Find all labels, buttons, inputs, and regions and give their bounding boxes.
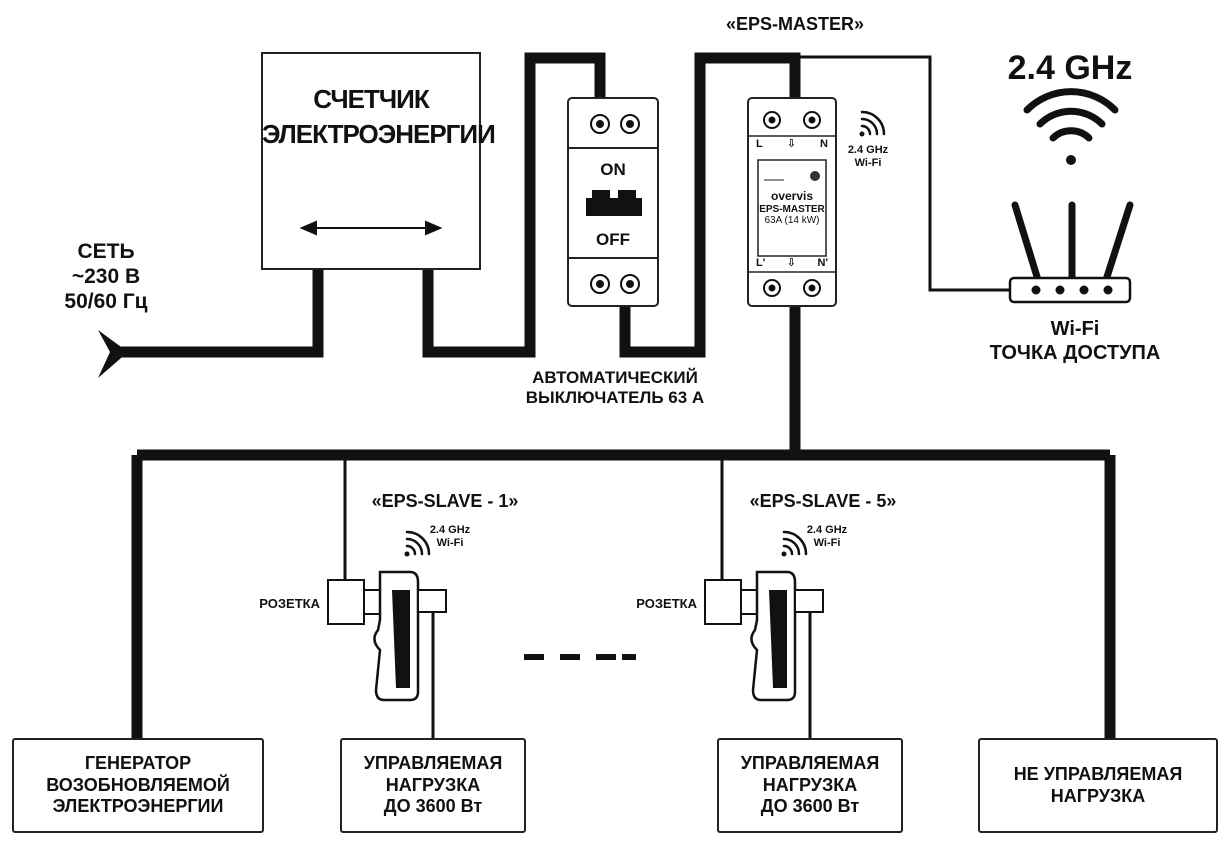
master-indicator-led xyxy=(810,171,820,181)
router-wifi-icon xyxy=(1023,88,1119,165)
network-line-3: 50/60 Гц xyxy=(64,289,148,313)
power-lines xyxy=(112,52,1116,740)
mains-arrow-icon xyxy=(98,330,128,378)
router-caption-1: Wi-Fi xyxy=(1050,318,1100,340)
meter-box xyxy=(261,52,481,270)
generator-box: ГЕНЕРАТОР ВОЗОБНОВЛЯЕМОЙ ЭЛЕКТРОЭНЕРГИИ xyxy=(12,738,264,833)
breaker-caption: АВТОМАТИЧЕСКИЙ ВЫКЛЮЧАТЕЛЬ 63 А xyxy=(500,368,730,408)
uncontrolled-load-box: НЕ УПРАВЛЯЕМАЯ НАГРУЗКА xyxy=(978,738,1218,833)
breaker-to-master-line xyxy=(619,52,801,358)
slave1-wifi-type: Wi-Fi xyxy=(436,537,464,550)
terminal-l: L xyxy=(756,138,763,150)
master-title: «EPS-MASTER» xyxy=(725,14,865,34)
slave5-plug-device xyxy=(704,570,824,702)
thin-lines xyxy=(343,55,1010,740)
slave5-wifi-label: 2.4 GHz Wi-Fi xyxy=(797,524,857,550)
slave5-wifi-band: 2.4 GHz xyxy=(806,524,848,536)
master-wifi-icon xyxy=(859,110,886,137)
breaker-off-label: OFF xyxy=(596,230,630,249)
master-wifi-label: 2.4 GHz Wi-Fi xyxy=(838,144,898,170)
terminal-ground: ⇩ xyxy=(786,138,796,150)
master-brand: overvis xyxy=(770,189,814,203)
meter-line-2: ЭЛЕКТРОЭНЕРГИИ xyxy=(262,119,496,150)
slave1-socket-label: РОЗЕТКА xyxy=(259,596,320,611)
generator-line-3: ЭЛЕКТРОЭНЕРГИИ xyxy=(52,796,224,817)
master-to-router-line xyxy=(800,55,1010,292)
slave1-wifi-label: 2.4 GHz Wi-Fi xyxy=(420,524,480,550)
load5-line-3: ДО 3600 Вт xyxy=(760,796,860,817)
controlled-load-1-box: УПРАВЛЯЕМАЯ НАГРУЗКА ДО 3600 Вт xyxy=(340,738,526,833)
load1-line-2: НАГРУЗКА xyxy=(385,774,481,795)
slave1-title: «EPS-SLAVE - 1» xyxy=(371,491,519,511)
terminal-n: N xyxy=(820,138,828,150)
slave5-wifi-icon xyxy=(781,530,808,557)
load1-line-1: УПРАВЛЯЕМАЯ xyxy=(363,753,503,774)
router-band-label: 2.4 GHz xyxy=(1007,49,1133,87)
slave5-socket-label: РОЗЕТКА xyxy=(636,596,697,611)
meter-line-1: СЧЕТЧИК xyxy=(313,84,429,114)
breaker-caption-2: ВЫКЛЮЧАТЕЛЬ 63 А xyxy=(525,388,705,408)
master-front-panel: overvis EPS-MASTER 63A (14 kW) xyxy=(758,189,826,227)
master-terminals-bottom: L' ⇩ N' xyxy=(756,257,828,270)
master-terminals-top: L ⇩ N xyxy=(756,138,828,151)
breaker-caption-1: АВТОМАТИЧЕСКИЙ xyxy=(532,368,698,387)
slave1-wifi-band: 2.4 GHz xyxy=(429,524,471,536)
double-arrow-icon xyxy=(299,220,443,236)
terminal-l-out: L' xyxy=(756,257,766,269)
network-line-1: СЕТЬ xyxy=(77,240,135,263)
circuit-breaker xyxy=(567,97,659,307)
slave1-wifi-icon xyxy=(404,530,431,557)
slave1-plug-device xyxy=(327,570,447,702)
router-caption: Wi-Fi ТОЧКА ДОСТУПА xyxy=(975,318,1175,365)
slave5-title: «EPS-SLAVE - 5» xyxy=(749,491,897,511)
network-label: СЕТЬ ~230 В 50/60 Гц xyxy=(46,240,166,314)
breaker-on-label: ON xyxy=(600,160,626,179)
meter-to-breaker-line xyxy=(422,52,606,358)
terminal-ground-out: ⇩ xyxy=(786,257,796,269)
generator-line-1: ГЕНЕРАТОР xyxy=(84,753,192,774)
load1-line-3: ДО 3600 Вт xyxy=(383,796,483,817)
mains-input-line xyxy=(112,268,324,358)
master-model: EPS-MASTER xyxy=(759,203,825,215)
router-caption-2: ТОЧКА ДОСТУПА xyxy=(989,341,1161,364)
master-wifi-band: 2.4 GHz xyxy=(847,144,889,156)
master-wifi-type: Wi-Fi xyxy=(854,157,882,170)
eps-master-device xyxy=(747,97,837,307)
router-icon xyxy=(1008,201,1134,304)
uncontrolled-line-1: НЕ УПРАВЛЯЕМАЯ xyxy=(1013,763,1183,784)
network-line-2: ~230 В xyxy=(71,264,141,288)
meter-label: СЧЕТЧИК ЭЛЕКТРОЭНЕРГИИ xyxy=(262,82,496,152)
terminal-n-out: N' xyxy=(817,257,828,269)
slave5-wifi-type: Wi-Fi xyxy=(813,537,841,550)
load5-line-1: УПРАВЛЯЕМАЯ xyxy=(740,753,880,774)
uncontrolled-line-2: НАГРУЗКА xyxy=(1050,785,1146,806)
generator-line-2: ВОЗОБНОВЛЯЕМОЙ xyxy=(46,774,230,795)
master-rating: 63A (14 kW) xyxy=(764,215,820,227)
load5-line-2: НАГРУЗКА xyxy=(762,774,858,795)
controlled-load-5-box: УПРАВЛЯЕМАЯ НАГРУЗКА ДО 3600 Вт xyxy=(717,738,903,833)
